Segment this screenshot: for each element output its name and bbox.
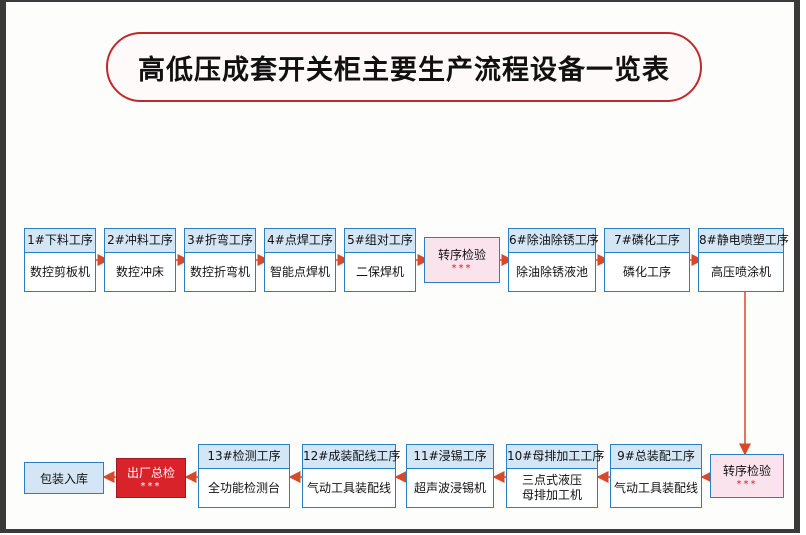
step-equipment: 数控折弯机 xyxy=(189,264,250,279)
step-equipment: 气动工具装配线 xyxy=(613,480,698,495)
step-equipment: 数控冲床 xyxy=(115,264,164,279)
step-header: 4#点焊工序 xyxy=(265,229,335,253)
step-12-line-assembly: 12#成装配线工序 气动工具装配线 xyxy=(302,444,400,508)
step-7-phosphating: 7#磷化工序 磷化工序 xyxy=(604,228,690,292)
step-equipment: 除油除锈液池 xyxy=(515,264,588,279)
packaging-storage: 包装入库 xyxy=(24,462,104,494)
step-2-punching: 2#冲料工序 数控冲床 xyxy=(104,228,176,292)
step-header: 11#浸锡工序 xyxy=(407,445,493,469)
step-header: 10#母排加工工序 xyxy=(507,445,604,469)
check-label: 转序检验 xyxy=(437,248,486,262)
step-header: 5#组对工序 xyxy=(345,229,415,253)
check-stars: *** xyxy=(140,481,162,492)
step-header: 12#成装配线工序 xyxy=(303,445,400,469)
step-equipment: 二保焊机 xyxy=(355,264,404,279)
step-header: 6#除油除锈工序 xyxy=(509,229,599,253)
factory-final-inspection: 出厂总检 *** xyxy=(116,458,186,498)
check-stars: *** xyxy=(736,479,758,490)
step-8-powder-coating: 8#静电喷塑工序 高压喷涂机 xyxy=(698,228,789,292)
page-title: 高低压成套开关柜主要生产流程设备一览表 xyxy=(138,54,670,86)
title-banner: 高低压成套开关柜主要生产流程设备一览表 xyxy=(106,32,702,102)
step-5-assembly: 5#组对工序 二保焊机 xyxy=(344,228,416,292)
step-header: 9#总装配工序 xyxy=(611,445,701,469)
step-header: 3#折弯工序 xyxy=(185,229,255,253)
check-label: 出厂总检 xyxy=(126,466,175,480)
transfer-inspection-1: 转序检验 *** xyxy=(424,237,500,283)
step-header: 7#磷化工序 xyxy=(605,229,689,253)
step-equipment: 高压喷涂机 xyxy=(710,264,771,279)
check-stars: *** xyxy=(451,263,473,274)
step-header: 8#静电喷塑工序 xyxy=(699,229,789,253)
step-1-cutting: 1#下料工序 数控剪板机 xyxy=(24,228,96,292)
step-equipment: 三点式液压 母排加工机 xyxy=(521,473,582,502)
step-10-busbar: 10#母排加工工序 三点式液压 母排加工机 xyxy=(506,444,604,508)
step-6-degreasing: 6#除油除锈工序 除油除锈液池 xyxy=(508,228,599,292)
check-label: 转序检验 xyxy=(722,464,771,478)
step-header: 1#下料工序 xyxy=(25,229,95,253)
step-header: 13#检测工序 xyxy=(199,445,289,469)
step-equipment: 磷化工序 xyxy=(622,264,671,279)
step-header: 2#冲料工序 xyxy=(105,229,175,253)
step-11-tinning: 11#浸锡工序 超声波浸锡机 xyxy=(406,444,494,508)
step-13-testing: 13#检测工序 全功能检测台 xyxy=(198,444,290,508)
step-equipment: 全功能检测台 xyxy=(207,480,280,495)
step-equipment: 超声波浸锡机 xyxy=(413,480,486,495)
step-3-bending: 3#折弯工序 数控折弯机 xyxy=(184,228,256,292)
transfer-inspection-2: 转序检验 *** xyxy=(710,454,784,498)
step-equipment: 数控剪板机 xyxy=(29,264,90,279)
step-equipment: 智能点焊机 xyxy=(269,264,330,279)
step-9-final-assembly: 9#总装配工序 气动工具装配线 xyxy=(610,444,702,508)
step-4-spot-welding: 4#点焊工序 智能点焊机 xyxy=(264,228,336,292)
step-equipment: 气动工具装配线 xyxy=(306,480,391,495)
